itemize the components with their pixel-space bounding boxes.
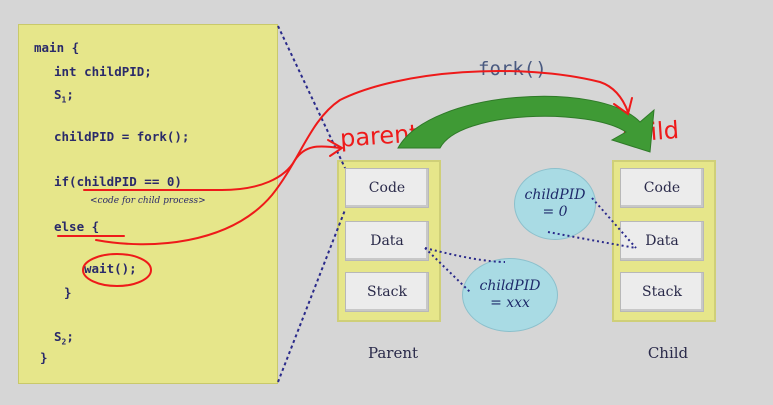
parent-label: Parent — [367, 344, 419, 362]
child-pid-value: = 0 — [542, 204, 568, 220]
red-arrow-child — [95, 70, 629, 246]
code-line-s1: S1; — [54, 87, 74, 105]
code-line-main: main { — [34, 40, 80, 55]
code-line-else: else { — [54, 219, 100, 234]
code-line-s2: S2; — [54, 329, 74, 347]
code-panel — [18, 24, 278, 384]
red-arrowhead-parent — [327, 139, 344, 157]
child-pid-name: childPID — [524, 187, 586, 203]
code-line-decl: int childPID; — [54, 64, 152, 79]
code-line-if: if(childPID == 0) — [54, 174, 182, 189]
parent-data-segment: Data — [345, 221, 429, 261]
parent-pid-name: childPID — [479, 278, 541, 294]
parent-pid-bubble: childPID = xxx — [462, 258, 558, 332]
child-data-segment: Data — [620, 221, 704, 261]
zoom-line-bottom — [277, 209, 346, 383]
code-line-close-main: } — [40, 350, 48, 365]
child-pid-link — [591, 197, 637, 249]
child-label: Child — [647, 344, 689, 362]
parent-data-link — [424, 247, 506, 263]
code-line-fork: childPID = fork(); — [54, 129, 190, 144]
child-code-segment: Code — [620, 168, 704, 208]
circle-wait — [82, 253, 152, 287]
fork-label: fork() — [478, 58, 547, 80]
zoom-line-top — [277, 25, 346, 169]
code-comment-child: <code for child process> — [90, 196, 206, 206]
fork-arrow — [397, 95, 655, 153]
parent-stack-segment: Stack — [345, 272, 429, 312]
red-arrowhead-child — [613, 97, 633, 116]
child-stack-segment: Stack — [620, 272, 704, 312]
parent-code-segment: Code — [345, 168, 429, 208]
parent-data-link-2 — [424, 247, 471, 293]
child-pid-link-2 — [547, 231, 637, 249]
code-line-wait: wait(); — [84, 261, 137, 276]
parent-pid-value: = xxx — [490, 295, 530, 311]
child-pid-bubble: childPID = 0 — [514, 168, 596, 240]
code-line-close-else: } — [64, 285, 72, 300]
